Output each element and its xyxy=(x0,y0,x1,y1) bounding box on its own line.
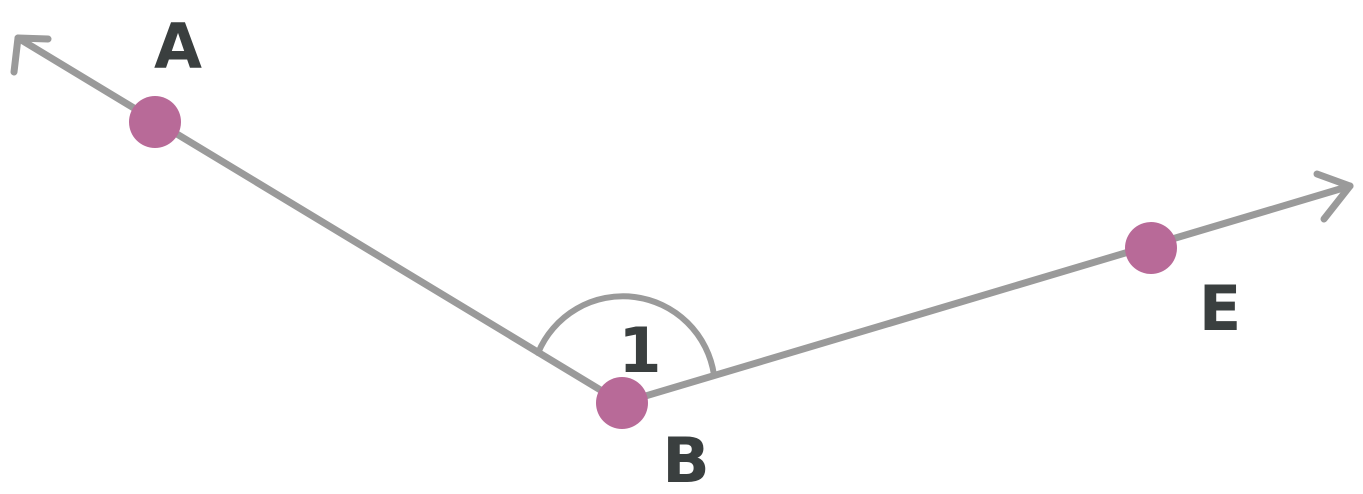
ray-ba xyxy=(14,34,626,407)
label-b: B xyxy=(662,424,709,494)
label-a: A xyxy=(154,10,202,83)
point-a xyxy=(129,96,181,148)
point-b xyxy=(596,377,648,429)
ray-be xyxy=(618,182,1354,407)
label-e: E xyxy=(1199,272,1241,345)
point-e xyxy=(1125,222,1177,274)
label-angle-1: 1 xyxy=(618,314,661,387)
arrowhead-e xyxy=(1313,170,1354,223)
arrowhead-a xyxy=(10,34,52,76)
angle-arc xyxy=(535,293,717,378)
